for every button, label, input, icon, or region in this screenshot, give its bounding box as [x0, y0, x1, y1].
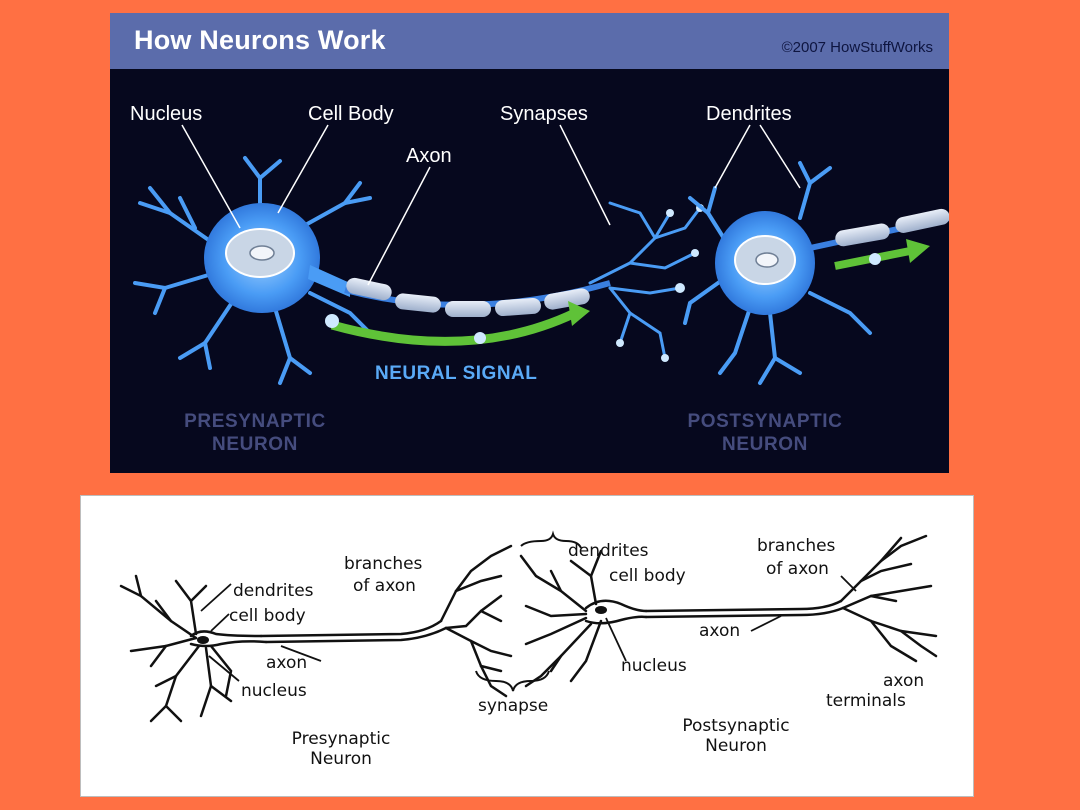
- presynaptic-nucleus-dot: [197, 636, 209, 644]
- synapse-brace: [475, 670, 550, 692]
- label-synapses: Synapses: [500, 103, 588, 125]
- label-nucleus-left: nucleus: [241, 681, 307, 701]
- synapse-points: [616, 204, 704, 362]
- label-nucleus-right: nucleus: [621, 656, 687, 676]
- label-branches-of-axon-left-1: branches: [344, 554, 423, 574]
- line-drawing-art: [119, 530, 938, 723]
- postsynaptic-dendrites: [683, 161, 872, 385]
- label-branches-of-axon-right-1: branches: [757, 536, 836, 556]
- neuron-line-drawing: dendrites cell body axon nucleus branche…: [80, 495, 974, 797]
- neural-signal-arrow: [325, 301, 590, 346]
- presynaptic-neuron-label: PRESYNAPTIC NEURON: [184, 411, 326, 455]
- label-cell-body-right: cell body: [609, 566, 686, 586]
- label-cell-body: Cell Body: [308, 103, 394, 125]
- label-axon-left: axon: [266, 653, 308, 673]
- label-branches-of-axon-right-2: of axon: [766, 559, 829, 579]
- label-dendrites: Dendrites: [706, 103, 792, 125]
- label-axon-terminals-1: axon: [883, 671, 925, 691]
- neuron-artwork: [133, 124, 949, 385]
- label-dendrites-left: dendrites: [233, 581, 314, 601]
- presynaptic-neuron-caption: Presynaptic Neuron: [291, 729, 391, 769]
- presynaptic-neuron-drawing: [119, 544, 513, 723]
- presynaptic-dendrites: [133, 156, 372, 385]
- label-nucleus: Nucleus: [130, 103, 203, 125]
- label-axon: Axon: [406, 145, 452, 167]
- label-axon-terminals-2: terminals: [826, 691, 906, 711]
- label-synapse: synapse: [478, 696, 549, 716]
- title-bar: How Neurons Work ©2007 HowStuffWorks: [110, 13, 949, 69]
- label-cell-body-left: cell body: [229, 606, 306, 626]
- label-dendrites-right: dendrites: [568, 541, 649, 561]
- postsynaptic-neuron-label: POSTSYNAPTIC NEURON: [687, 411, 843, 455]
- postsynaptic-neuron-drawing: [519, 534, 938, 688]
- label-axon-right: axon: [699, 621, 741, 641]
- postsynaptic-nucleus-dot: [595, 606, 607, 614]
- postsynaptic-neuron-caption: Postsynaptic Neuron: [682, 716, 790, 756]
- how-neurons-work-illustration: How Neurons Work ©2007 HowStuffWorks: [110, 13, 949, 473]
- postsynaptic-axon: [809, 208, 949, 270]
- dendrites-brace: [520, 530, 582, 549]
- axon-terminal-branches: [588, 201, 702, 360]
- axon-myelin-sheath: [344, 277, 611, 317]
- copyright-text: ©2007 HowStuffWorks: [781, 39, 933, 56]
- label-leader-lines: [181, 124, 801, 286]
- label-neural-signal: NEURAL SIGNAL: [375, 363, 538, 384]
- panel-title: How Neurons Work: [134, 25, 386, 55]
- label-branches-of-axon-left-2: of axon: [353, 576, 416, 596]
